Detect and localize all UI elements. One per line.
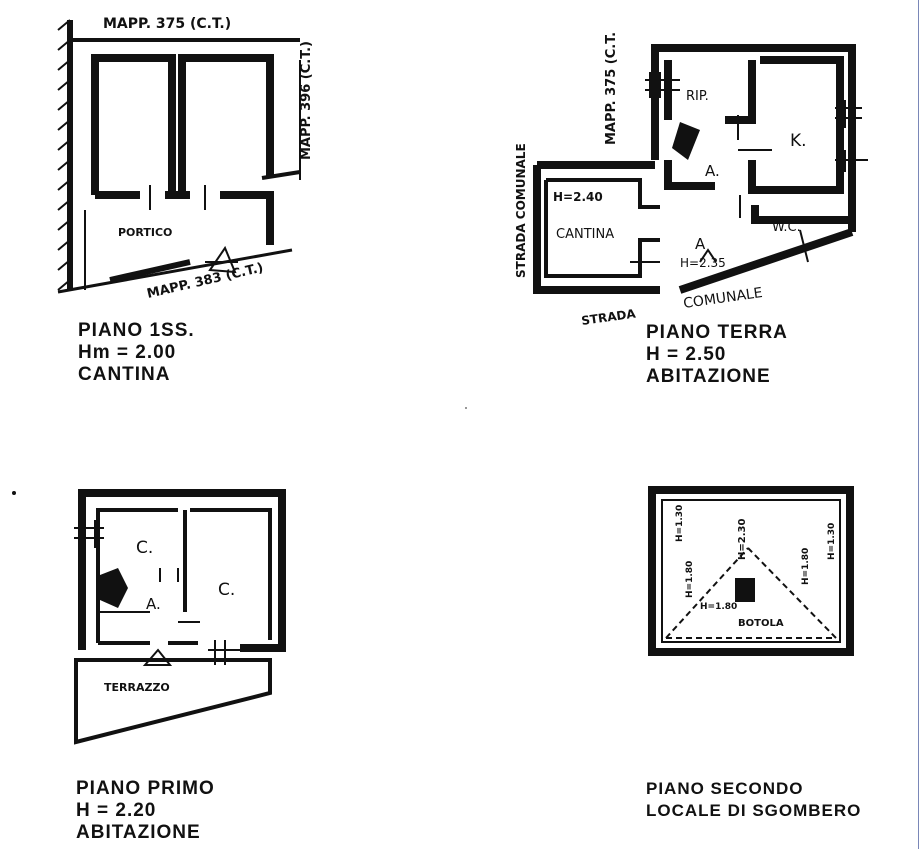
basement-plan: MAPP. 375 (C.T.) MAPP. 396 (C.T.) PORTIC…: [57, 16, 314, 302]
second-h-left-inner-label: H=1.80: [685, 561, 695, 598]
ground-strada-left-label: STRADA COMUNALE: [514, 143, 528, 278]
first-c2-label: C.: [218, 580, 235, 600]
ground-caption: PIANO TERRA H = 2.50 ABITAZIONE: [646, 322, 788, 388]
first-caption-line-1: PIANO PRIMO: [76, 778, 215, 799]
ground-caption-line-1: PIANO TERRA: [646, 322, 788, 343]
basement-caption-line-2: Hm = 2.00: [78, 342, 177, 363]
ground-caption-line-2: H = 2.50: [646, 344, 727, 365]
first-caption-line-3: ABITAZIONE: [76, 822, 201, 843]
first-c1-label: C.: [136, 538, 153, 558]
ground-cantina-label: CANTINA: [556, 227, 614, 242]
first-caption-line-2: H = 2.20: [76, 800, 157, 821]
second-botola-label: BOTOLA: [738, 618, 784, 629]
basement-caption-line-1: PIANO 1SS.: [78, 320, 195, 341]
ground-a1-label: A.: [705, 162, 720, 180]
ground-a2-label: A: [695, 235, 706, 253]
second-h-left-outer-label: H=1.30: [675, 505, 685, 542]
basement-caption-line-3: CANTINA: [78, 364, 171, 385]
second-h-low-label: H=1.80: [700, 602, 737, 612]
ground-caption-line-3: ABITAZIONE: [646, 366, 771, 387]
ground-k-label: K.: [790, 131, 807, 151]
first-a-label: A.: [146, 595, 161, 613]
second-h-right-outer-label: H=1.30: [827, 523, 837, 560]
second-floor-plan: H=1.30 H=1.80 H=2.30 H=1.80 H=1.30 H=1.8…: [648, 486, 854, 656]
second-h-center-label: H=2.30: [737, 519, 748, 560]
second-h-right-inner-label: H=1.80: [801, 548, 811, 585]
basement-mapp-right-label: MAPP. 396 (C.T.): [299, 41, 314, 160]
ground-h-a-label: H=2.35: [680, 256, 726, 270]
ground-floor-plan: MAPP. 375 (C.T. RIP. K. A. A H=2.40 CANT…: [514, 32, 868, 328]
second-caption-line-2: LOCALE DI SGOMBERO: [646, 801, 862, 820]
ground-mapp-vertical-label: MAPP. 375 (C.T.: [604, 32, 619, 145]
ground-strada-bottom-label-1: STRADA: [580, 306, 637, 328]
basement-caption: PIANO 1SS. Hm = 2.00 CANTINA: [78, 320, 195, 386]
ground-h-cantina-label: H=2.40: [553, 190, 603, 204]
ground-wc-label: W.C.: [772, 220, 801, 235]
first-terrace-label: TERRAZZO: [104, 681, 170, 694]
basement-porch-label: PORTICO: [118, 226, 172, 239]
page-edge-rule: [918, 0, 919, 849]
second-caption-line-1: PIANO SECONDO: [646, 779, 804, 798]
first-caption: PIANO PRIMO H = 2.20 ABITAZIONE: [76, 778, 215, 844]
ground-rip-label: RIP.: [686, 89, 709, 104]
second-caption: PIANO SECONDO LOCALE DI SGOMBERO: [646, 778, 861, 822]
first-floor-plan: C. C. A. TERRAZZO: [74, 489, 286, 745]
basement-mapp-top-label: MAPP. 375 (C.T.): [103, 16, 231, 32]
